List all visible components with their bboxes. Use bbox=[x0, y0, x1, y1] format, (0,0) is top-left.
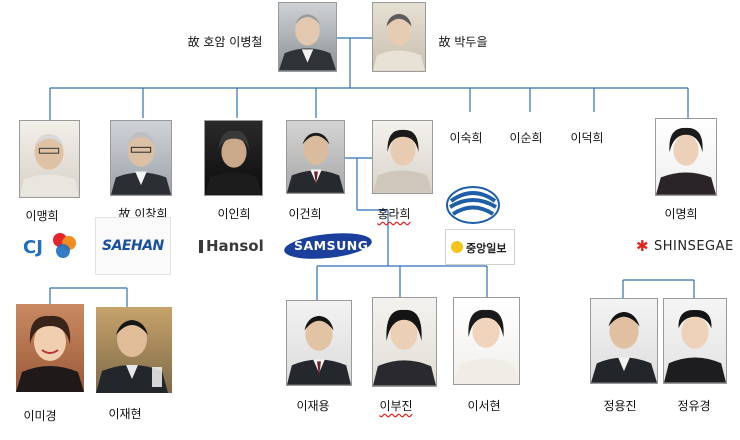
deceased-mark: 故 bbox=[438, 35, 451, 49]
portrait-hong-ra-hee bbox=[372, 120, 433, 194]
hansol-logo: Hansol bbox=[196, 236, 270, 258]
portrait-lee-maeng-hee bbox=[19, 120, 80, 198]
portrait-lee-kun-hee bbox=[286, 120, 345, 194]
child-name-7: 이순희 bbox=[509, 131, 543, 145]
saehan-logo-text: SAEHAN bbox=[102, 238, 164, 254]
grandchild-name-5: 이서현 bbox=[467, 399, 501, 413]
founder-mother-name: 故 박두을 bbox=[439, 33, 488, 50]
joongang-mark bbox=[451, 241, 463, 253]
child-name-9: 이명희 bbox=[664, 207, 698, 221]
portrait-lee-jae-hyun bbox=[96, 307, 172, 393]
grandchild-name-6: 정용진 bbox=[603, 399, 637, 413]
portrait-lee-myung-hee bbox=[655, 118, 717, 196]
founder-father-name: 故 호암 이병철 bbox=[188, 33, 263, 50]
grandchild-name-2: 이재현 bbox=[108, 407, 142, 421]
portrait-lee-chang-hee bbox=[110, 120, 172, 196]
hansol-mark bbox=[199, 240, 203, 253]
portrait-park-du-eul bbox=[372, 2, 426, 72]
portrait-lee-jae-yong bbox=[286, 300, 352, 386]
founder-mother-label: 박두을 bbox=[454, 35, 488, 49]
child-name-5: 홍라희 bbox=[377, 207, 411, 221]
child-name-4: 이건희 bbox=[288, 207, 322, 221]
child-name-8: 이덕희 bbox=[570, 131, 604, 145]
shinsegae-logo-text: SHINSEGAE bbox=[654, 239, 734, 254]
cj-logo-text: CJ bbox=[23, 237, 43, 258]
child-name-3: 이인희 bbox=[217, 207, 251, 221]
grandchild-name-7: 정유경 bbox=[677, 399, 711, 413]
saehan-logo: SAEHAN bbox=[95, 217, 171, 275]
founder-father-label: 호암 이병철 bbox=[203, 35, 263, 49]
shinsegae-mark-icon: ✱ bbox=[636, 237, 649, 255]
portrait-lee-byung-chul bbox=[278, 2, 337, 72]
shinsegae-logo: ✱ SHINSEGAE bbox=[634, 237, 738, 257]
portrait-lee-in-hee bbox=[204, 120, 263, 196]
portrait-lee-seo-hyun bbox=[453, 297, 520, 385]
grandchild-name-1: 이미경 bbox=[23, 409, 57, 423]
portrait-lee-boo-jin bbox=[372, 297, 437, 387]
joongang-emblem bbox=[444, 185, 502, 225]
cj-logo: CJ bbox=[20, 225, 80, 269]
child-name-1: 이맹희 bbox=[25, 209, 59, 223]
deceased-mark: 故 bbox=[187, 35, 200, 49]
joongang-logo: 중앙일보 bbox=[445, 229, 515, 265]
samsung-logo-text: SAMSUNG bbox=[294, 238, 369, 253]
joongang-logo-text: 중앙일보 bbox=[466, 242, 507, 255]
portrait-chung-yong-jin bbox=[590, 298, 658, 384]
samsung-logo: SAMSUNG bbox=[283, 232, 373, 260]
hansol-logo-text: Hansol bbox=[206, 237, 264, 255]
child-name-6: 이숙희 bbox=[449, 131, 483, 145]
portrait-lee-mi-kyung bbox=[16, 304, 84, 392]
grandchild-name-3: 이재용 bbox=[296, 399, 330, 413]
grandchild-name-4: 이부진 bbox=[379, 399, 413, 413]
portrait-chung-yoo-kyung bbox=[663, 298, 727, 384]
